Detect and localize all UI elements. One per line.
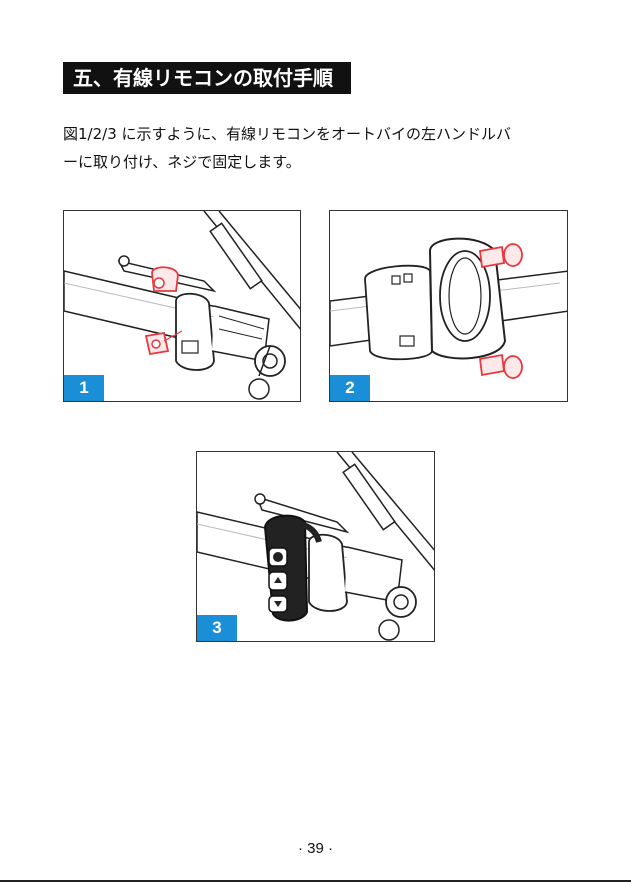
figure-3: 3: [196, 451, 435, 642]
figure-3-illustration: [197, 452, 435, 642]
figure-2-illustration: [330, 211, 568, 402]
section-title: 五、有線リモコンの取付手順: [63, 62, 351, 94]
figure-2: 2: [329, 210, 568, 402]
figure-3-number-badge: 3: [197, 615, 237, 641]
figure-1: 1: [63, 210, 301, 402]
figure-1-number-badge: 1: [64, 375, 104, 401]
page-number: · 39 ·: [0, 840, 631, 857]
instruction-text: 図1/2/3 に示すように、有線リモコンをオートバイの左ハンドルバ ーに取り付け…: [63, 120, 568, 176]
figure-2-number-badge: 2: [330, 375, 370, 401]
bottom-divider: [0, 880, 631, 882]
figure-1-illustration: [64, 211, 301, 402]
